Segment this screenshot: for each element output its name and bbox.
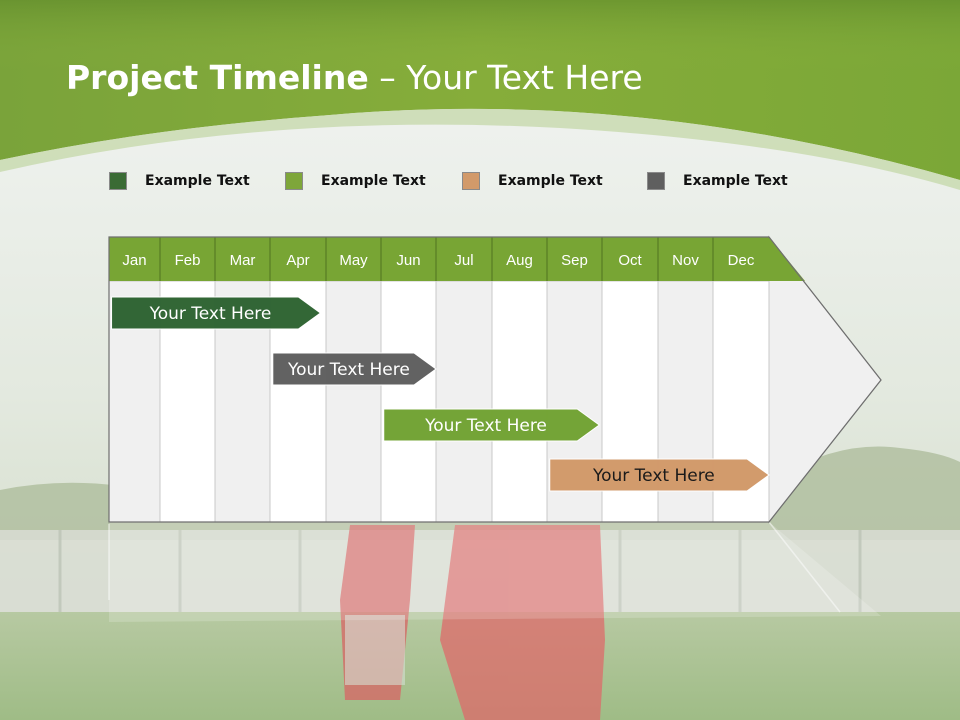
legend-label-3: Example Text <box>498 173 603 189</box>
month-column <box>491 280 548 523</box>
task-label: Your Text Here <box>149 304 272 324</box>
month-label: Oct <box>618 252 642 269</box>
legend-label-2: Example Text <box>321 173 426 189</box>
legend-swatch-3 <box>462 172 480 190</box>
month-label: Nov <box>672 252 699 269</box>
task-label: Your Text Here <box>424 416 547 436</box>
month-label: May <box>339 252 368 269</box>
month-label: Jun <box>396 252 420 269</box>
month-column <box>325 280 382 523</box>
header-band-shade <box>0 0 960 70</box>
task-bar <box>272 352 437 386</box>
task-label: Your Text Here <box>287 360 410 380</box>
legend-swatch-2 <box>285 172 303 190</box>
reflection-edge <box>768 521 841 613</box>
timeline-reflection <box>109 522 881 622</box>
month-label: Dec <box>728 252 755 269</box>
figure-silhouettes <box>340 525 605 720</box>
legend-label-4: Example Text <box>683 173 788 189</box>
task-label: Your Text Here <box>592 466 715 486</box>
month-label: Mar <box>230 252 256 269</box>
task-bar <box>111 296 322 330</box>
title-main: Project Timeline <box>66 58 369 97</box>
month-label: Sep <box>561 252 588 269</box>
month-label: Feb <box>175 252 201 269</box>
month-column <box>380 280 437 523</box>
month-label: Jul <box>454 252 473 269</box>
month-header-row <box>109 237 769 281</box>
title-sub: – Your Text Here <box>379 58 643 97</box>
page-title: Project Timeline – Your Text Here <box>66 58 643 97</box>
legend-label-1: Example Text <box>145 173 250 189</box>
month-column <box>435 280 493 523</box>
legend-swatch-1 <box>109 172 127 190</box>
legend-swatch-4 <box>647 172 665 190</box>
month-label: Aug <box>506 252 533 269</box>
task-bar <box>549 458 770 492</box>
header-swoosh <box>0 108 960 190</box>
fence-posts <box>58 530 862 620</box>
month-label: Jan <box>122 252 146 269</box>
month-label: Apr <box>286 252 309 269</box>
task-bar <box>383 408 601 442</box>
timeline-outline <box>108 236 882 523</box>
